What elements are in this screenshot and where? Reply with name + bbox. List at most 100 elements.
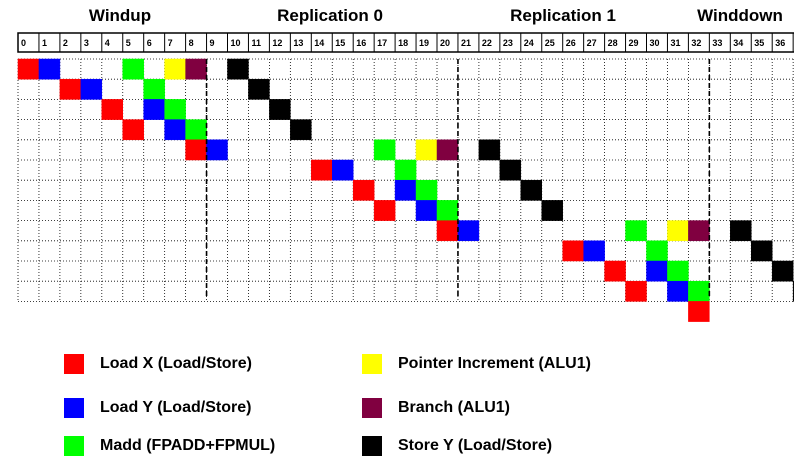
cycle-number-22: 22 [482,38,492,48]
legend-label-load-y: Load Y (Load/Store) [100,399,252,416]
cycle-number-0: 0 [21,38,26,48]
op-cell-load-x [59,78,82,100]
legend-label-load-x: Load X (Load/Store) [100,355,252,372]
cycle-number-21: 21 [461,38,471,48]
legend-item-branch: Branch (ALU1) [362,398,510,418]
cycle-number-14: 14 [314,38,324,48]
cycle-number-24: 24 [524,38,534,48]
op-cell-load-x [101,99,124,120]
op-cell-load-x [562,240,584,262]
cycle-number-7: 7 [168,38,173,48]
legend-label-madd: Madd (FPADD+FPMUL) [100,437,276,454]
op-cell-load-x [17,58,40,80]
op-cell-store-y [541,200,563,221]
legend-item-madd: Madd (FPADD+FPMUL) [64,436,275,456]
op-cell-store-y [751,240,773,262]
op-cell-branch [688,220,710,242]
cycle-number-34: 34 [733,38,743,48]
scheduled-operations [17,58,794,322]
legend-label-branch: Branch (ALU1) [398,399,511,416]
cycle-number-19: 19 [419,38,429,48]
op-cell-load-x [352,179,375,201]
legend-item-load-y: Load Y (Load/Store) [64,398,251,418]
pipeline-schedule-diagram: Windup Replication 0 Replication 1 Windd… [17,6,794,322]
op-cell-load-x [625,280,647,302]
cycle-number-4: 4 [105,38,110,48]
op-cell-madd [373,139,396,161]
legend-swatch-store-y [362,436,382,456]
cycle-number-27: 27 [587,38,597,48]
legend-item-load-x: Load X (Load/Store) [64,354,252,374]
cycle-number-10: 10 [231,38,241,48]
cycle-number-23: 23 [503,38,513,48]
legend-swatch-pointer-increment [362,354,382,374]
cycle-number-28: 28 [608,38,618,48]
op-cell-load-x [604,260,626,282]
op-cell-madd [625,220,647,242]
legend-swatch-madd [64,436,84,456]
phase-label-replication-1: Replication 1 [510,6,616,25]
cycle-number-26: 26 [566,38,576,48]
op-cell-store-y [269,99,291,120]
op-cell-store-y [499,159,522,181]
op-cell-load-y [415,200,438,221]
op-cell-load-x [373,200,396,221]
op-cell-store-y [478,139,501,161]
op-cell-madd [185,119,207,141]
op-cell-store-y [520,179,542,201]
op-cell-madd [394,159,417,181]
op-cell-load-y [38,58,61,80]
op-cell-store-y [290,119,312,141]
cycle-number-33: 33 [712,38,722,48]
cycle-number-6: 6 [147,38,152,48]
cycle-number-18: 18 [398,38,408,48]
op-cell-load-x [436,220,459,242]
legend-label-store-y: Store Y (Load/Store) [398,437,553,454]
op-cell-load-y [457,220,480,242]
cycle-number-12: 12 [272,38,282,48]
op-cell-madd [122,58,144,80]
op-cell-load-y [80,78,103,100]
op-cell-load-y [667,280,689,302]
op-cell-madd [143,78,165,100]
op-cell-store-y [248,78,270,100]
op-cell-ptr-inc [164,58,186,80]
op-cell-load-y [143,99,165,120]
op-cell-load-y [206,139,228,161]
cycle-number-17: 17 [377,38,387,48]
cycle-number-9: 9 [210,38,215,48]
op-cell-store-y [730,220,752,242]
op-cell-ptr-inc [667,220,689,242]
op-cell-load-y [646,260,668,282]
op-cell-ptr-inc [415,139,438,161]
cycle-number-3: 3 [84,38,89,48]
phase-labels: Windup Replication 0 Replication 1 Windd… [89,6,783,25]
legend-item-pointer-increment: Pointer Increment (ALU1) [362,354,591,374]
cycle-number-35: 35 [754,38,764,48]
op-cell-load-x [185,139,207,161]
op-cell-load-y [394,179,417,201]
cycle-number-13: 13 [293,38,303,48]
op-cell-madd [164,99,186,120]
op-cell-madd [436,200,459,221]
op-cell-load-x [688,301,710,322]
cycle-number-2: 2 [63,38,68,48]
cycle-number-15: 15 [335,38,345,48]
op-cell-store-y [771,260,794,282]
op-cell-branch [185,58,207,80]
op-cell-load-y [583,240,605,262]
cycle-number-8: 8 [189,38,194,48]
cycle-number-5: 5 [126,38,131,48]
phase-boundaries [205,59,711,298]
cycle-number-30: 30 [650,38,660,48]
cycle-number-32: 32 [691,38,701,48]
phase-label-winddown: Winddown [697,6,783,25]
legend-swatch-branch [362,398,382,418]
cycle-number-16: 16 [356,38,366,48]
op-cell-load-x [122,119,144,141]
op-cell-madd [415,179,438,201]
cycle-number-1: 1 [42,38,47,48]
op-cell-madd [688,280,710,302]
op-cell-store-y [227,58,249,80]
